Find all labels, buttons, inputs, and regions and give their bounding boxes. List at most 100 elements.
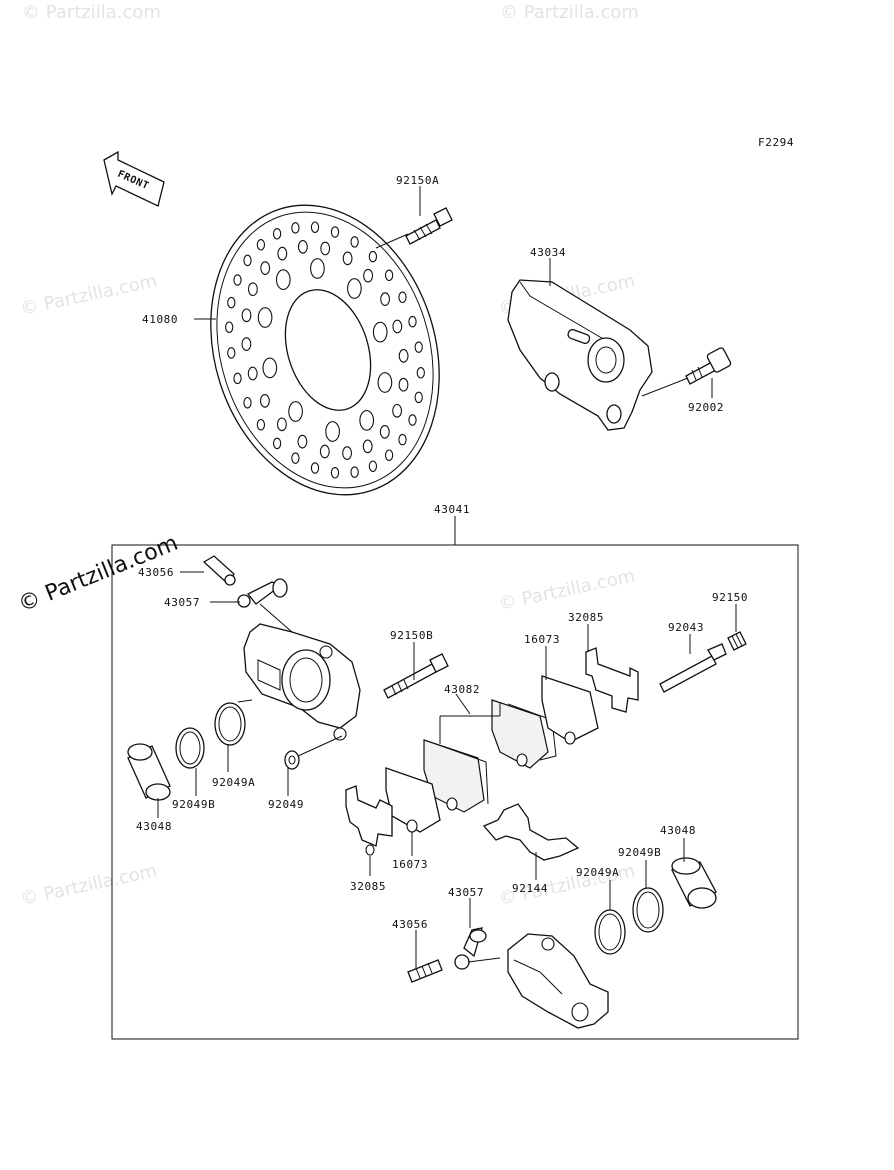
pad-spring-32085-lower	[345, 785, 393, 856]
disc-vent-hole	[350, 466, 359, 478]
caliper-bracket	[507, 279, 653, 431]
disc-vent-hole	[398, 433, 407, 446]
piston-43048-right	[671, 857, 717, 909]
pad-pin-92043	[659, 643, 727, 693]
disc-vent-hole	[247, 366, 258, 381]
callout-label: 43041	[434, 503, 470, 516]
callout-label: 92144	[512, 882, 548, 895]
watermark: © Partzilla.com	[500, 2, 639, 23]
shim-16073-lower	[385, 767, 441, 833]
watermark: © Partzilla.com	[19, 270, 159, 319]
callout-labels: 41080 92150A 43034 92002 43041 43056 430…	[136, 174, 748, 931]
callout-label: 43048	[136, 820, 172, 833]
disc-vent-hole	[310, 462, 320, 474]
callout-label: 43057	[164, 596, 200, 609]
disc-vent-hole	[325, 421, 340, 442]
disc-vent-hole	[380, 292, 391, 306]
seal-ring-92049a-left	[214, 702, 246, 746]
disc-vent-hole	[233, 372, 242, 385]
plug-92150	[727, 631, 747, 651]
watermark: © Partzilla.com	[497, 565, 637, 614]
watermark: © Partzilla.com	[22, 2, 161, 23]
brake-disc	[210, 204, 440, 496]
disc-vent-hole	[408, 414, 417, 426]
disc-vent-hole	[275, 269, 291, 290]
disc-vent-hole	[392, 403, 403, 418]
disc-vent-hole	[342, 251, 353, 266]
disc-vent-hole	[408, 315, 417, 328]
disc-vent-hole	[225, 321, 234, 333]
callout-label: 43082	[444, 683, 480, 696]
disc-vent-hole	[241, 308, 252, 323]
callout-label: 92150A	[396, 174, 439, 187]
callout-label: 92049B	[172, 798, 215, 811]
disc-vent-hole	[297, 434, 308, 449]
callout-label: 43057	[448, 886, 484, 899]
disc-vent-hole	[414, 341, 423, 353]
disc-vent-hole	[384, 269, 394, 282]
callout-label: 43048	[660, 824, 696, 837]
disc-vent-hole	[257, 307, 273, 328]
disc-vent-hole	[368, 250, 378, 263]
disc-vent-hole	[320, 241, 331, 256]
disc-vent-hole	[359, 410, 375, 431]
seal-ring-92049b-left	[175, 727, 205, 769]
bleeder-valve-bottom	[407, 959, 443, 983]
disc-vent-hole	[368, 460, 378, 472]
anti-rattle-spring-92144	[482, 803, 580, 861]
callout-label: 43056	[392, 918, 428, 931]
disc-vent-hole	[350, 236, 359, 248]
bleeder-cap-bottom	[454, 927, 487, 970]
disc-vent-hole	[291, 222, 300, 234]
disc-vent-hole	[372, 321, 388, 343]
disc-vent-hole	[227, 296, 236, 309]
disc-vent-hole	[288, 401, 303, 422]
disc-vent-hole	[398, 291, 407, 304]
disc-vent-hole	[241, 337, 252, 351]
watermark: © Partzilla.com	[19, 860, 159, 909]
disc-vent-hole	[259, 394, 270, 408]
washer-92049	[284, 750, 300, 770]
bleeder-cap-top	[237, 578, 288, 608]
disc-vent-hole	[330, 226, 340, 238]
callout-label: 92150	[712, 591, 748, 604]
disc-vent-hole	[310, 258, 325, 279]
disc-vent-hole	[398, 377, 409, 392]
disc-vent-hole	[256, 239, 266, 251]
leader-lines	[157, 186, 737, 968]
callout-label: 16073	[524, 633, 560, 646]
disc-vent-hole	[416, 367, 425, 379]
disc-vent-hole	[310, 221, 320, 233]
figure-code: F2294	[758, 136, 794, 149]
brake-pad-upper	[491, 699, 557, 769]
disc-vent-hole	[260, 261, 271, 275]
front-arrow: FRONT	[103, 150, 165, 207]
disc-vent-hole	[362, 439, 373, 454]
disc-vent-hole	[243, 396, 252, 409]
disc-vent-hole	[384, 449, 394, 461]
bolt-92002	[685, 347, 732, 385]
disc-vent-hole	[233, 274, 242, 286]
callout-label: 92049B	[618, 846, 661, 859]
bolt-92150b	[383, 653, 449, 699]
caliper-body-top	[243, 623, 361, 741]
seal-ring-92049a-right	[594, 909, 626, 955]
caliper-body-bottom	[507, 933, 609, 1029]
bleeder-valve-top	[202, 555, 236, 586]
disc-vent-hole	[330, 467, 340, 479]
shim-16073-upper	[541, 675, 599, 745]
callout-label: 32085	[350, 880, 386, 893]
disc-vent-hole	[342, 446, 353, 460]
callout-label: 43034	[530, 246, 566, 259]
callout-label: 92043	[668, 621, 704, 634]
disc-vent-hole	[272, 228, 282, 240]
brake-pad-lower	[423, 739, 489, 813]
disc-vent-hole	[363, 268, 374, 283]
disc-vent-hole	[319, 444, 330, 459]
disc-vent-hole	[277, 246, 288, 261]
disc-vent-hole	[291, 452, 300, 464]
callout-label: 41080	[142, 313, 178, 326]
disc-vent-hole	[262, 357, 278, 379]
callout-label: 43056	[138, 566, 174, 579]
